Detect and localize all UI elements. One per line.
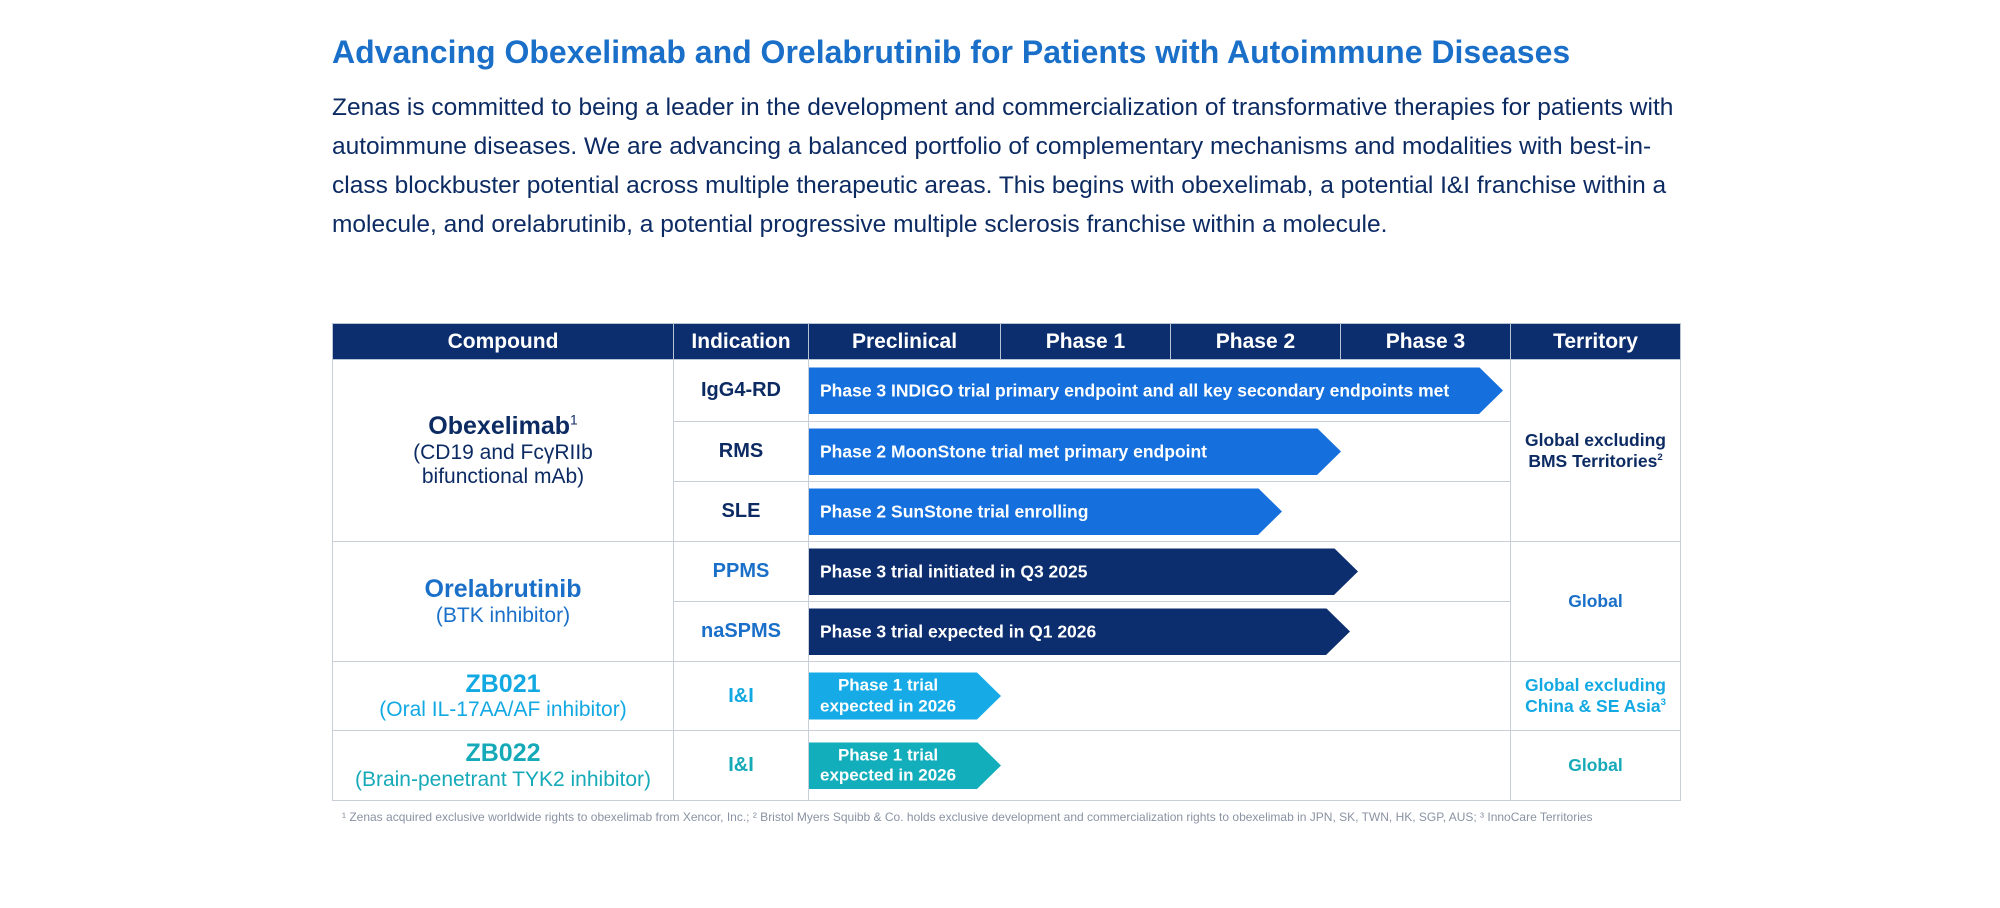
table-row: Orelabrutinib (BTK inhibitor) PPMS Phase… [332, 541, 1681, 662]
progress-bar: Phase 3 INDIGO trial primary endpoint an… [809, 367, 1503, 414]
indication-cell: SLE [673, 481, 809, 542]
table-row: naSPMS Phase 3 trial expected in Q1 2026 [333, 601, 1681, 662]
header-phase-2: Phase 2 [1170, 323, 1341, 360]
compound-mechanism: (CD19 and FcγRIIb [413, 440, 593, 464]
territory-orelabrutinib: Global [1510, 541, 1681, 662]
status-text: expected in 2026 [820, 696, 957, 715]
header-indication: Indication [673, 323, 809, 360]
progress-cell: Phase 3 trial initiated in Q3 2025 [808, 541, 1511, 602]
compound-mechanism: (Brain-penetrant TYK2 inhibitor) [354, 767, 652, 791]
pipeline-table: Compound Indication Preclinical Phase 1 … [332, 323, 1681, 801]
status-text: expected in 2026 [820, 765, 957, 785]
table-row: RMS Phase 2 MoonStone trial met primary … [333, 421, 1681, 482]
compound-orelabrutinib: Orelabrutinib (BTK inhibitor) [332, 541, 674, 662]
header-compound: Compound [332, 323, 674, 360]
territory-text: Global excluding [1525, 675, 1666, 695]
territory-text: China & SE Asia [1525, 696, 1661, 716]
compound-obexelimab: Obexelimab1 (CD19 and FcγRIIb bifunction… [332, 359, 674, 542]
compound-mechanism: (BTK inhibitor) [435, 603, 571, 627]
indication-cell: naSPMS [673, 601, 809, 662]
table-row: Obexelimab1 (CD19 and FcγRIIb bifunction… [332, 359, 1681, 542]
progress-cell: Phase 2 SunStone trial enrolling [808, 481, 1511, 542]
footnote: ¹ Zenas acquired exclusive worldwide rig… [342, 810, 1593, 824]
table-row: ZB022 (Brain-penetrant TYK2 inhibitor) I… [332, 730, 1681, 801]
progress-bar: Phase 3 trial initiated in Q3 2025 [809, 548, 1358, 595]
territory-text: BMS Territories [1528, 450, 1658, 471]
footnote-marker: 2 [1657, 451, 1663, 463]
progress-bar: Phase 2 SunStone trial enrolling [809, 488, 1282, 535]
footnote-marker: 3 [1660, 697, 1666, 709]
compound-mechanism: bifunctional mAb) [421, 464, 585, 488]
compound-zb022: ZB022 (Brain-penetrant TYK2 inhibitor) [332, 730, 674, 801]
compound-name: ZB022 [465, 739, 541, 768]
compound-zb021: ZB021 (Oral IL-17AA/AF inhibitor) [332, 661, 674, 731]
compound-name: ZB021 [465, 669, 541, 698]
table-row: ZB021 (Oral IL-17AA/AF inhibitor) I&I Ph… [332, 661, 1681, 731]
header-territory: Territory [1510, 323, 1681, 360]
status-text: Phase 1 trial [837, 675, 939, 695]
compound-name: Obexelimab [428, 411, 571, 440]
indication-cell: IgG4-RD [673, 359, 809, 422]
compound-name: Orelabrutinib [424, 575, 582, 604]
indication-cell: I&I [673, 730, 809, 801]
progress-cell: Phase 3 INDIGO trial primary endpoint an… [808, 359, 1511, 422]
header-preclinical: Preclinical [808, 323, 1001, 360]
compound-mechanism: (Oral IL-17AA/AF inhibitor) [379, 698, 627, 722]
progress-bar: Phase 2 MoonStone trial met primary endp… [809, 428, 1341, 475]
progress-cell: Phase 3 trial expected in Q1 2026 [808, 601, 1511, 662]
territory-zb021: Global excluding China & SE Asia3 [1510, 661, 1681, 731]
indication-cell: PPMS [673, 541, 809, 602]
territory-obexelimab: Global excluding BMS Territories2 [1510, 359, 1681, 542]
indication-cell: RMS [673, 421, 809, 482]
progress-bar: Phase 3 trial expected in Q1 2026 [809, 608, 1350, 655]
intro-paragraph: Zenas is committed to being a leader in … [332, 94, 1674, 238]
territory-zb022: Global [1510, 730, 1681, 801]
page-title: Advancing Obexelimab and Orelabrutinib f… [332, 34, 1571, 70]
territory-text: Global [1568, 591, 1623, 611]
header-row: Compound Indication Preclinical Phase 1 … [332, 323, 1681, 360]
progress-cell: Phase 2 MoonStone trial met primary endp… [808, 421, 1511, 482]
indication-cell: I&I [673, 661, 809, 731]
territory-text: Global excluding [1525, 429, 1666, 450]
footnote-marker: 1 [570, 412, 578, 428]
header-phase-1: Phase 1 [1000, 323, 1171, 360]
territory-text: Global [1568, 755, 1623, 775]
status-text: Phase 1 trial [837, 745, 939, 765]
header-phase-3: Phase 3 [1340, 323, 1511, 360]
